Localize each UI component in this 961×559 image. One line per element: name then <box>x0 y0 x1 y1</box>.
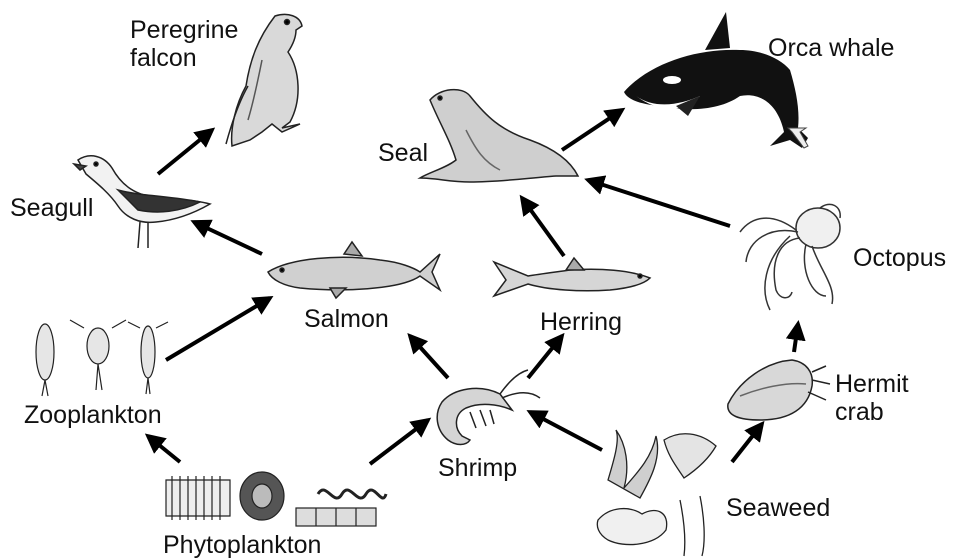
shrimp-image <box>437 370 540 445</box>
seagull-image <box>74 156 210 248</box>
label-seagull: Seagull <box>10 195 93 221</box>
arrow-salmon-to-seagull <box>194 222 262 254</box>
label-hermit-crab-line2: crab <box>835 398 884 426</box>
label-octopus: Octopus <box>853 245 946 271</box>
arrow-zooplankton-to-salmon <box>166 298 270 360</box>
arrow-shrimp-to-herring <box>528 336 562 378</box>
label-seaweed: Seaweed <box>726 495 830 521</box>
arrow-seaweed-to-hermit-crab <box>732 424 762 462</box>
label-salmon: Salmon <box>304 306 389 332</box>
label-orca-whale: Orca whale <box>768 35 894 61</box>
arrow-shrimp-to-salmon <box>410 336 448 378</box>
label-hermit-crab: Hermit crab <box>835 370 909 426</box>
zooplankton-image <box>36 320 168 396</box>
orca-whale-image <box>624 12 808 148</box>
herring-image <box>494 258 650 296</box>
hermit-crab-image <box>728 360 830 420</box>
label-herring: Herring <box>540 309 622 335</box>
arrow-octopus-to-seal <box>588 180 730 226</box>
octopus-image <box>740 204 840 310</box>
arrow-seaweed-to-shrimp <box>530 412 602 450</box>
label-peregrine-falcon: Peregrine falcon <box>130 16 238 72</box>
label-hermit-crab-line1: Hermit <box>835 370 909 398</box>
label-zooplankton: Zooplankton <box>24 402 162 428</box>
arrow-phytoplankton-to-zooplankton <box>148 436 180 462</box>
salmon-image <box>268 242 440 298</box>
label-shrimp: Shrimp <box>438 455 517 481</box>
seal-image <box>420 90 578 182</box>
label-seal: Seal <box>378 140 428 166</box>
seaweed-image <box>597 430 716 556</box>
arrow-herring-to-seal <box>522 198 564 256</box>
arrow-phytoplankton-to-shrimp <box>370 420 428 464</box>
arrow-seagull-to-falcon <box>158 130 212 174</box>
arrow-hermit-crab-to-octopus <box>794 324 798 352</box>
label-peregrine-falcon-line1: Peregrine <box>130 16 238 44</box>
phytoplankton-image <box>166 472 386 526</box>
label-phytoplankton: Phytoplankton <box>163 532 321 558</box>
label-peregrine-falcon-line2: falcon <box>130 44 197 72</box>
arrow-seal-to-orca <box>562 110 622 150</box>
